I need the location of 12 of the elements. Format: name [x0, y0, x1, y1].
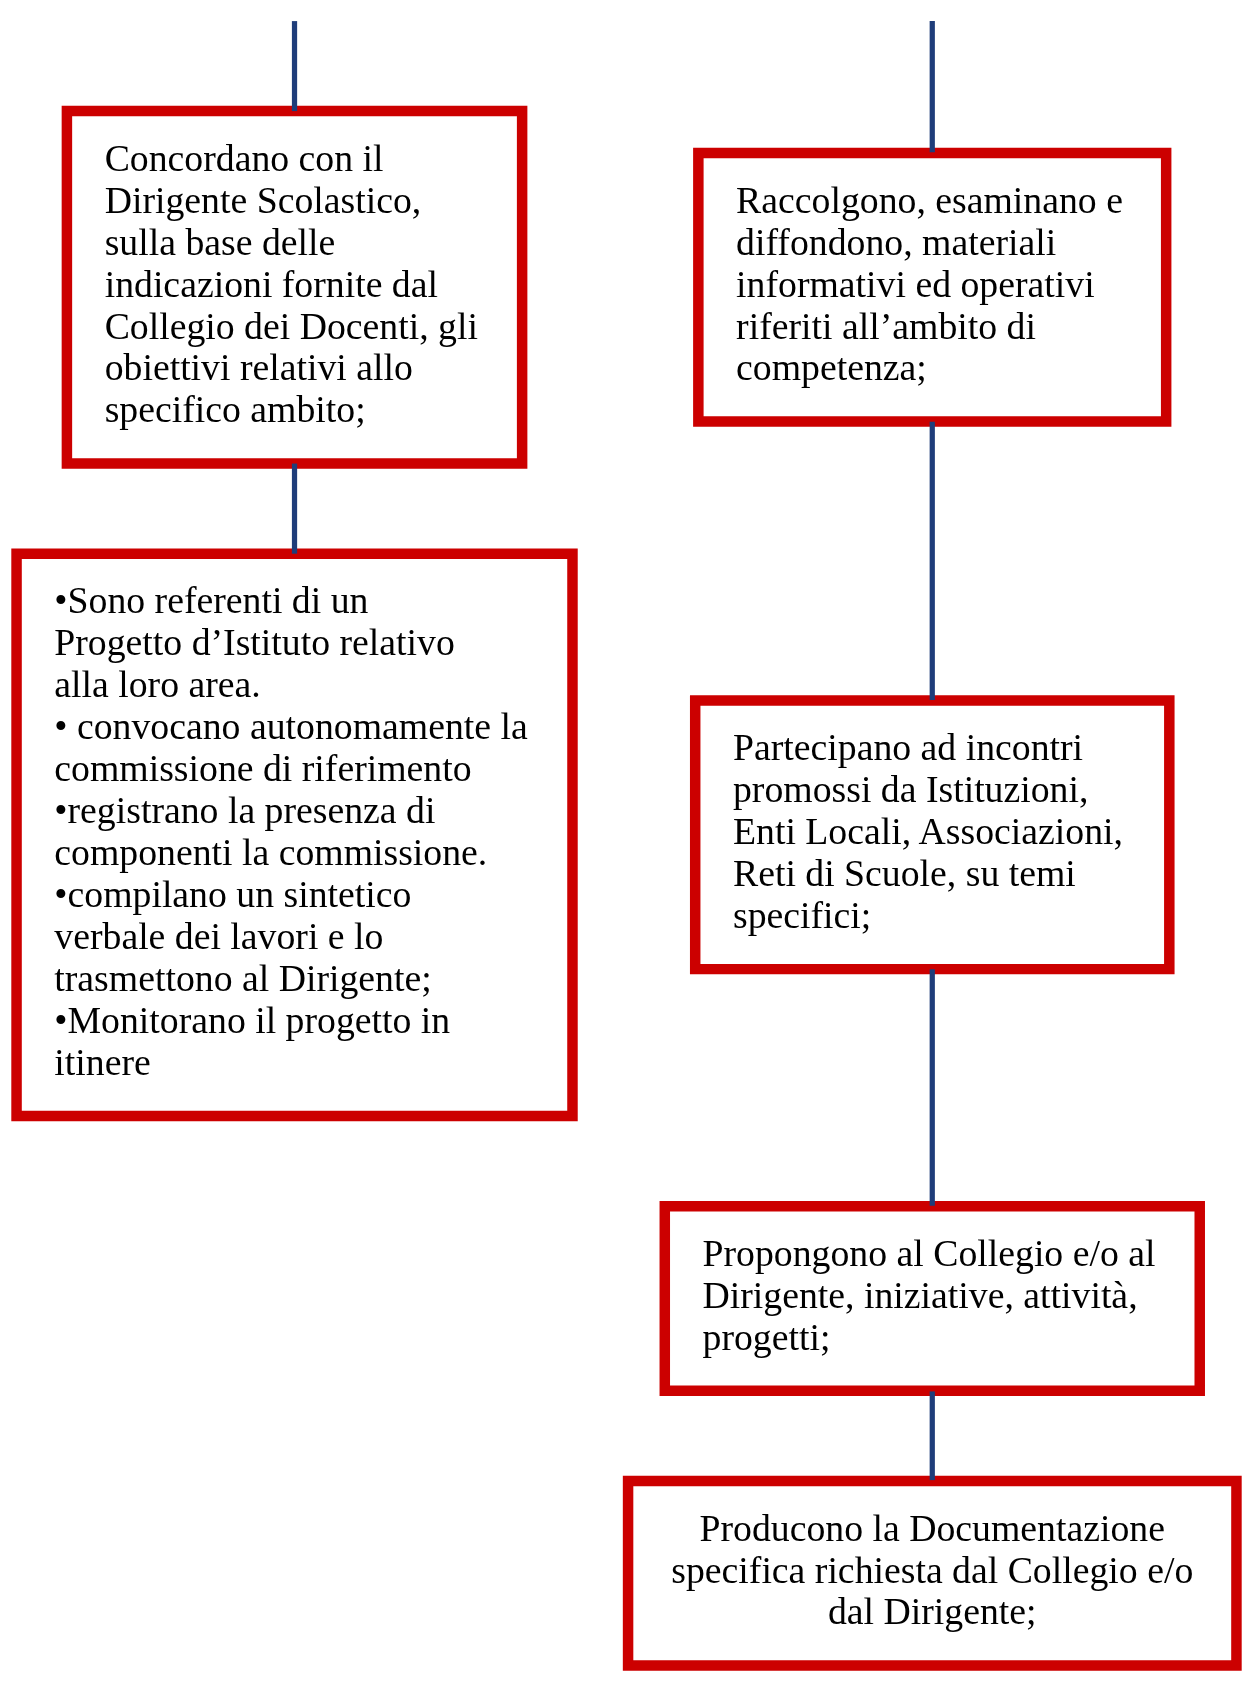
node-box: Propongono al Collegio e/o al Dirigente, iniziative, attività, progetti; — [659, 1200, 1205, 1396]
node-box: Raccolgono, esaminano e diffondono, materiali informativi ed operativi riferiti all’ambito di competenza; — [693, 147, 1172, 427]
node-box: Partecipano ad incontri promossi da Istituzioni, Enti Locali, Associazioni, Reti di Scuole, su temi specifici; — [689, 694, 1175, 974]
node-box: Concordano con il Dirigente Scolastico, sulla base delle indicazioni fornite dal Collegio dei Docenti, gli obiettivi relativi allo specifico ambito; — [61, 105, 528, 469]
node-box: Producono la Documentazione specifica richiesta dal Collegio e/o dal Dirigente; — [622, 1475, 1242, 1671]
connector — [929, 968, 935, 1206]
connector — [291, 463, 298, 554]
connector — [929, 1390, 935, 1480]
node-box: •Sono referenti di un Progetto d’Istituto relativo alla loro area. • convocano autonomamente la commissione di riferimento •registrano la presenza di componenti la commissione. •compilano un sintetico verbale dei lavori e lo trasmettono al Dirigente; •Monitorano il progetto in itinere — [11, 548, 578, 1121]
connector — [291, 20, 298, 111]
connector — [929, 20, 935, 152]
connector — [929, 421, 935, 700]
